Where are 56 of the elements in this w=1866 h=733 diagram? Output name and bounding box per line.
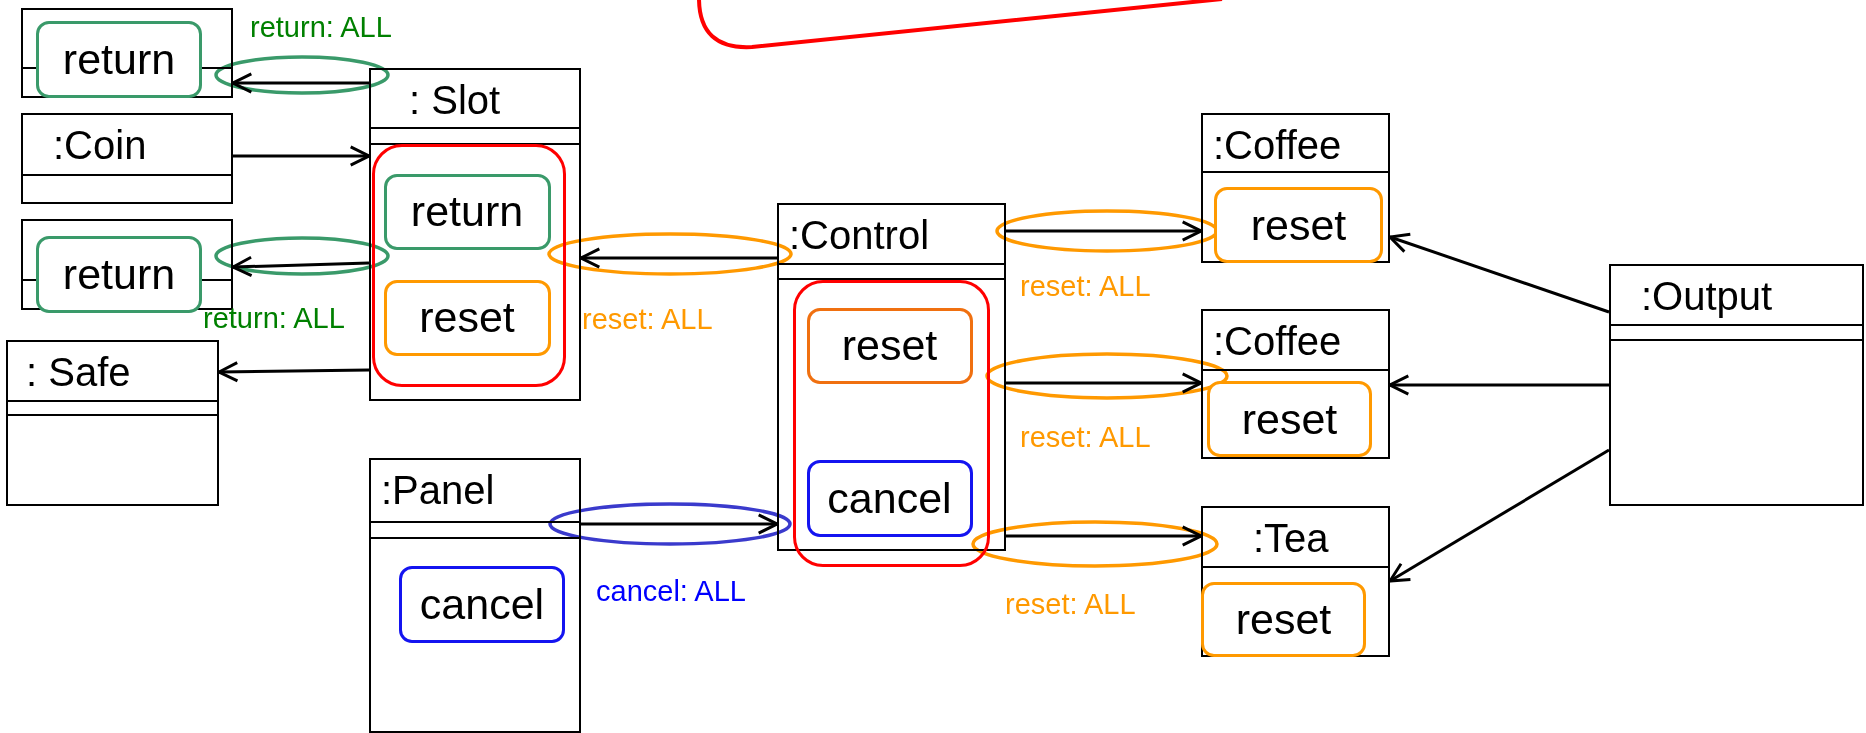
operation-box	[1201, 582, 1366, 657]
operation-name: return	[62, 35, 176, 84]
edge-label: cancel: ALL	[596, 577, 746, 606]
object-name: : Safe	[26, 352, 131, 392]
arrow	[217, 361, 370, 383]
edge-label: reset: ALL	[1020, 272, 1151, 301]
object-name: :Panel	[381, 470, 495, 510]
operation-box	[806, 459, 973, 537]
operation-name: reset	[1235, 595, 1332, 644]
operation-name: reset	[419, 293, 515, 342]
operation-box	[36, 236, 202, 313]
operation-name: reset	[1241, 394, 1338, 444]
operation-name: reset	[1250, 200, 1347, 250]
operation-box	[1214, 187, 1383, 263]
object-name: :Control	[789, 215, 930, 255]
class-box	[21, 8, 233, 98]
class-box	[1609, 264, 1864, 506]
group-outline	[793, 280, 990, 567]
arrow	[1006, 220, 1203, 242]
operation-name: return	[410, 187, 524, 236]
operation-name: cancel	[419, 580, 545, 629]
class-box	[369, 68, 581, 401]
edge-label: return: ALL	[203, 304, 345, 333]
edge-label: return: ALL	[250, 13, 392, 42]
class-box	[6, 340, 219, 506]
class-box	[1201, 113, 1390, 263]
object-name: :Coffee	[1213, 125, 1342, 165]
operation-name: reset	[841, 321, 938, 370]
operation-box	[383, 173, 551, 250]
arrow	[1388, 374, 1609, 396]
arrow	[579, 247, 777, 269]
operation-box	[36, 21, 202, 98]
operation-box	[806, 307, 973, 384]
group-outline	[372, 144, 566, 387]
class-box	[369, 458, 581, 733]
arrow	[581, 513, 779, 535]
object-name: :Output	[1641, 276, 1773, 316]
class-box	[21, 219, 233, 310]
class-box	[1201, 309, 1390, 459]
object-name: :Coffee	[1213, 321, 1342, 361]
object-name: :Coin	[53, 125, 147, 165]
edge-label: reset: ALL	[1020, 423, 1151, 452]
class-box	[1201, 506, 1390, 657]
arrow	[1388, 232, 1610, 314]
arrow	[1388, 448, 1610, 583]
operation-box	[383, 279, 551, 356]
edge-label: reset: ALL	[1005, 590, 1136, 619]
operation-box	[399, 566, 565, 643]
operation-name: return	[62, 250, 176, 299]
object-name: :Tea	[1253, 518, 1329, 558]
edge-label: reset: ALL	[582, 305, 713, 334]
operation-name: cancel	[827, 473, 952, 523]
operation-box	[1207, 381, 1372, 457]
class-box	[21, 113, 233, 204]
arrow	[233, 145, 371, 167]
object-name: : Slot	[409, 80, 501, 120]
